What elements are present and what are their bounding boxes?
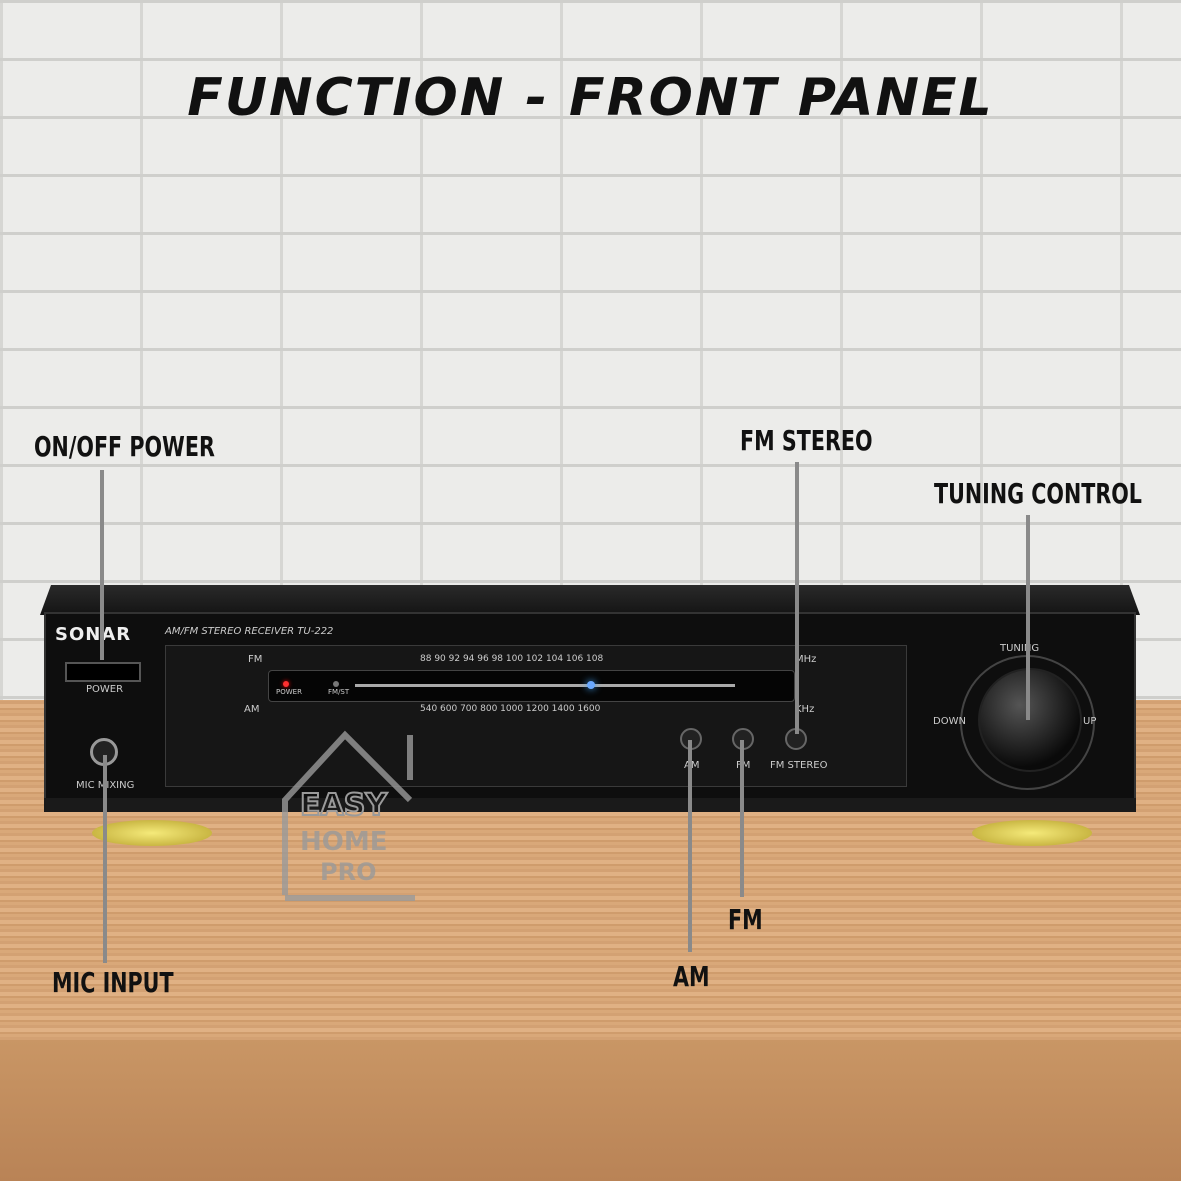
left-foot [92, 820, 212, 846]
house-outline-icon [282, 730, 413, 895]
watermark-line1: EASY [300, 788, 388, 823]
fm-frequency-scale: 88 90 92 94 96 98 100 102 104 106 108 [420, 654, 604, 664]
tuning-dial-panel [165, 645, 907, 787]
down-label: DOWN [933, 716, 966, 727]
frequency-pointer [355, 684, 735, 687]
fm-callout-line [740, 740, 744, 897]
receiver-top [40, 585, 1140, 615]
up-label: UP [1083, 716, 1097, 727]
power-callout-line [100, 470, 104, 660]
tuning-label: TUNING [1000, 643, 1040, 654]
am-frequency-scale: 540 600 700 800 1000 1200 1400 1600 [420, 704, 601, 714]
page-title: FUNCTION - FRONT PANEL [187, 68, 994, 128]
watermark-line3: PRO [320, 858, 376, 886]
callout-am: AM [673, 960, 710, 993]
fm-unit: MHz [795, 654, 817, 665]
brand-logo: SONAR [55, 624, 132, 645]
easy-home-pro-watermark: EASY HOME PRO [282, 730, 415, 901]
tuning-callout-line [1026, 515, 1030, 720]
fmst-led-icon [333, 681, 339, 687]
table-front-edge [0, 1040, 1181, 1181]
led-power-label: POWER [276, 688, 302, 696]
mic-input-jack[interactable] [90, 738, 118, 766]
power-led-icon [283, 681, 289, 687]
led-fmst-label: FM/ST [328, 688, 350, 696]
callout-fm: FM [728, 903, 763, 936]
fm-stereo-button-label: FM STEREO [770, 760, 828, 771]
fm-stereo-callout-line [795, 462, 799, 734]
watermark-line2: HOME [300, 827, 388, 857]
receiver-base [44, 798, 1136, 812]
power-label: POWER [86, 684, 124, 695]
callout-tuning: TUNING CONTROL [934, 477, 1142, 510]
right-foot [972, 820, 1092, 846]
callout-power: ON/OFF POWER [34, 430, 215, 463]
fm-scale-label: FM [248, 654, 263, 665]
mic-callout-line [103, 755, 107, 963]
am-scale-label: AM [244, 704, 260, 715]
tuning-knob[interactable] [978, 668, 1082, 772]
tuning-indicator-icon [587, 681, 595, 689]
callout-mic-input: MIC INPUT [52, 966, 174, 999]
power-button[interactable] [65, 662, 141, 682]
am-unit: KHz [795, 704, 815, 715]
am-callout-line [688, 740, 692, 952]
model-label: AM/FM STEREO RECEIVER TU-222 [165, 626, 334, 637]
brick-wall-background [0, 0, 1181, 700]
callout-fm-stereo: FM STEREO [740, 424, 873, 457]
